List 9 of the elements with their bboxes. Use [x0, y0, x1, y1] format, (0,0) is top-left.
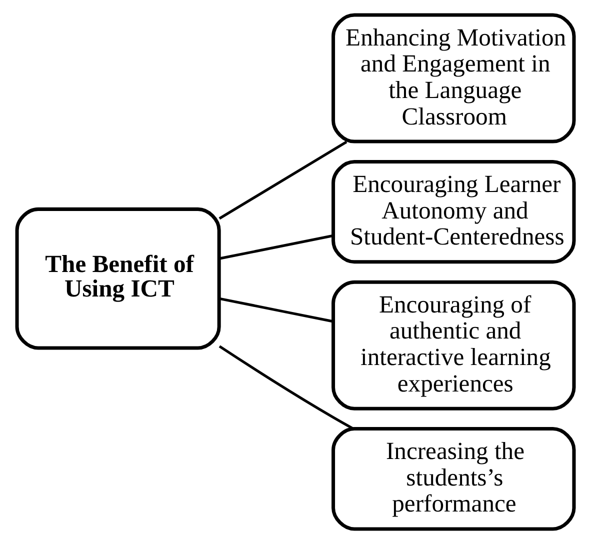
node-box: Enhancing Motivation and Engagement in the Language Classroom [331, 13, 576, 144]
connector [218, 297, 333, 323]
connector [218, 345, 354, 430]
node-box: Increasing the students’s performance [331, 427, 576, 531]
node-box: The Benefit of Using ICT [14, 207, 220, 350]
node-box: Encouraging Learner Autonomy and Student-Centeredness [331, 160, 576, 264]
connector [218, 234, 333, 260]
connector [218, 140, 347, 220]
node-box: Encouraging of authentic and interactive learning experiences [331, 280, 576, 410]
